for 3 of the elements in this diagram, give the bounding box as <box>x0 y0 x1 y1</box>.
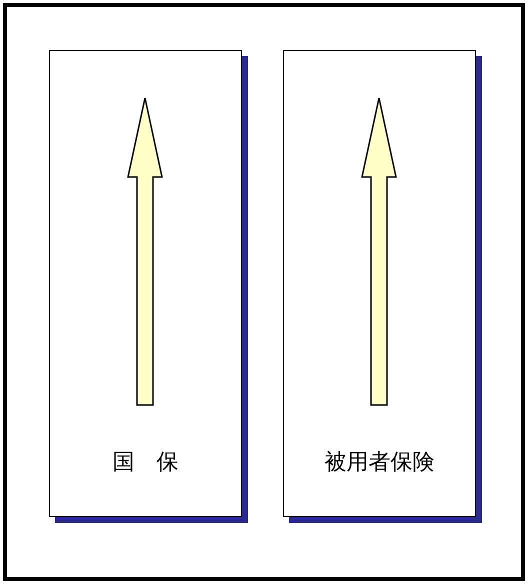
frame-box <box>3 3 525 581</box>
panel-label: 国 保 <box>112 450 180 476</box>
panel-label: 被用者保険 <box>324 450 436 476</box>
